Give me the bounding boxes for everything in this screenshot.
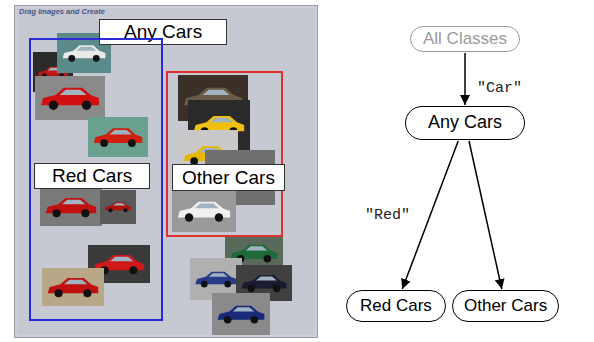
car-photo [42, 268, 104, 306]
car-figure [94, 128, 143, 147]
panel-ground [14, 5, 318, 338]
car-photo [172, 190, 236, 232]
class-name: Any Cars [428, 112, 502, 132]
car-figure [63, 45, 106, 61]
tree-arrow [464, 53, 466, 105]
region-label: Other Cars [172, 164, 285, 191]
class-name: Red Cars [360, 296, 432, 315]
panel-instruction: Drag Images and Create [19, 7, 105, 16]
edge-keyword: "Car" [477, 80, 522, 97]
class-node: All Classes [410, 26, 520, 52]
class-node: Other Cars [452, 290, 559, 322]
car-photo [35, 76, 105, 120]
class-node: Red Cars [346, 290, 446, 322]
car-photo [100, 190, 136, 224]
panel-frame: Any CarsRed Cars Other Cars [14, 5, 318, 338]
class-node: Any Cars [405, 106, 525, 140]
class-region: Other Cars [166, 71, 283, 237]
tree-arrow [469, 141, 502, 289]
car-figure [178, 202, 230, 222]
region-label: Red Cars [34, 163, 150, 189]
car-figure [242, 275, 287, 292]
panel-heading: Any Cars [99, 19, 227, 45]
panel-inner-ground [17, 8, 315, 335]
tree-arrow [402, 141, 458, 289]
car-photo [40, 188, 102, 226]
car-photo [88, 117, 148, 157]
car-photo [212, 293, 270, 335]
car-figure [195, 272, 236, 288]
car-figure [48, 278, 98, 297]
edge-keyword: "Red" [365, 207, 410, 224]
car-figure [46, 198, 96, 217]
class-name: All Classes [423, 29, 507, 48]
car-figure [41, 88, 99, 110]
car-figure [218, 306, 265, 324]
class-region: Red Cars [29, 38, 163, 321]
class-name: Other Cars [464, 296, 547, 315]
car-figure [105, 202, 131, 212]
